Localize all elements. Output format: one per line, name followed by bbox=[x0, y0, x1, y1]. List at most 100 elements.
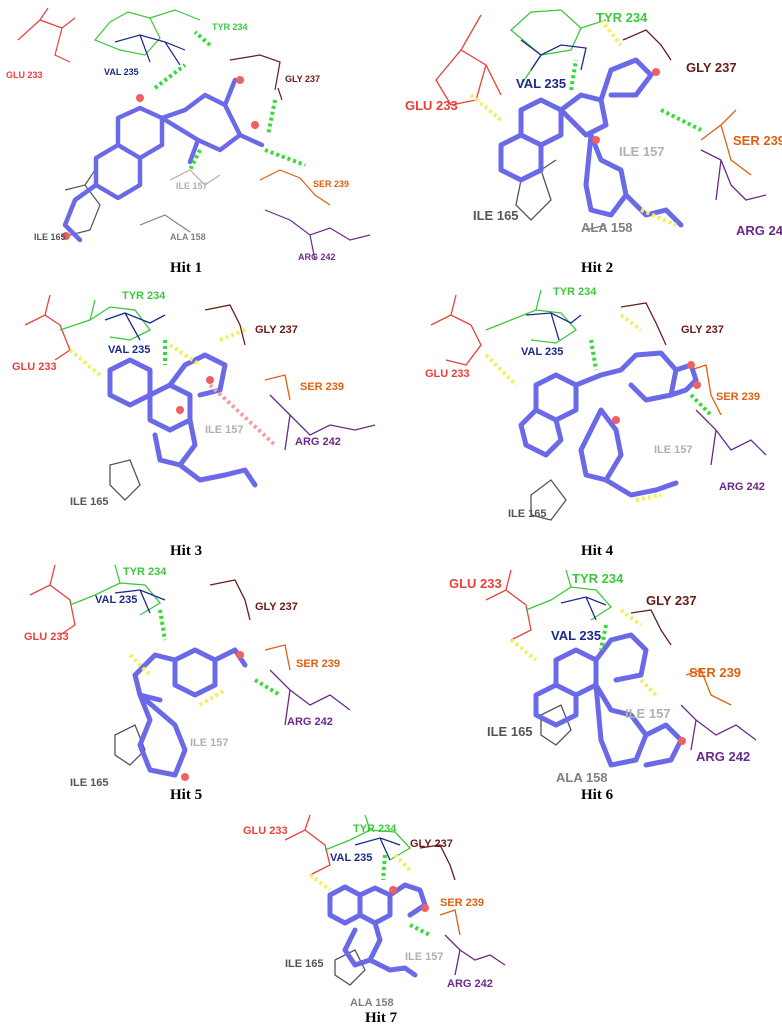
hit-label: Hit 1 bbox=[170, 260, 203, 276]
residue-labels: GLU 233 TYR 234 VAL 235 GLY 237 SER 239 … bbox=[405, 10, 782, 238]
hit-6-interaction-diagram: GLU 233 TYR 234 VAL 235 GLY 237 SER 239 … bbox=[449, 569, 757, 785]
residue-label: GLU 233 bbox=[405, 98, 458, 113]
residue-label: TYR 234 bbox=[123, 566, 167, 578]
residue-label: GLY 237 bbox=[255, 324, 298, 336]
panel-hit-4: GLU 233 TYR 234 VAL 235 GLY 237 SER 239 … bbox=[391, 285, 782, 565]
interaction-lines bbox=[153, 30, 306, 171]
residue-label: ILE 165 bbox=[34, 232, 66, 242]
interaction-lines bbox=[469, 18, 702, 227]
residue-sticks bbox=[24, 294, 376, 501]
residue-label: VAL 235 bbox=[551, 628, 601, 643]
panel-hit-5: GLU 233 TYR 234 VAL 235 GLY 237 SER 239 … bbox=[0, 564, 391, 810]
residue-label: GLU 233 bbox=[6, 70, 43, 80]
residue-label: ILE 165 bbox=[487, 724, 533, 739]
residue-label: ARG 242 bbox=[719, 481, 765, 493]
residue-label: ALA 158 bbox=[170, 232, 206, 242]
residue-label: SER 239 bbox=[440, 897, 484, 909]
residue-label: GLU 233 bbox=[425, 368, 470, 380]
residue-labels: GLU 233 TYR 234 VAL 235 GLY 237 SER 239 … bbox=[6, 22, 349, 262]
residue-label: ILE 165 bbox=[70, 496, 109, 508]
ligand bbox=[327, 882, 428, 978]
residue-label: GLY 237 bbox=[686, 60, 737, 75]
residue-label: ARG 242 bbox=[696, 749, 750, 764]
residue-sticks bbox=[485, 569, 757, 751]
oxygen-atoms bbox=[678, 737, 686, 745]
panel-hit-7: GLU 233 TYR 234 VAL 235 GLY 237 SER 239 … bbox=[195, 810, 586, 1030]
residue-label: SER 239 bbox=[733, 133, 782, 148]
residue-label: ILE 165 bbox=[508, 508, 547, 520]
hit-4-interaction-diagram: GLU 233 TYR 234 VAL 235 GLY 237 SER 239 … bbox=[425, 286, 767, 521]
residue-label: SER 239 bbox=[689, 665, 741, 680]
residue-label: TYR 234 bbox=[572, 571, 624, 586]
residue-sticks bbox=[284, 814, 506, 986]
interaction-lines bbox=[509, 608, 658, 697]
residue-label: ILE 157 bbox=[625, 706, 671, 721]
residue-label: SER 239 bbox=[716, 391, 760, 403]
residue-label: TYR 234 bbox=[353, 823, 397, 835]
residue-label: GLU 233 bbox=[243, 825, 288, 837]
hit-7-interaction-diagram: GLU 233 TYR 234 VAL 235 GLY 237 SER 239 … bbox=[243, 814, 506, 1009]
residue-labels: GLU 233 TYR 234 VAL 235 GLY 237 SER 239 … bbox=[449, 571, 750, 785]
hit-label: Hit 4 bbox=[581, 543, 614, 559]
interaction-lines bbox=[308, 853, 431, 937]
residue-label: TYR 234 bbox=[122, 290, 166, 302]
residue-sticks bbox=[435, 9, 767, 231]
hit-5-interaction-diagram: GLU 233 TYR 234 VAL 235 GLY 237 SER 239 … bbox=[24, 564, 351, 789]
residue-label: ALA 158 bbox=[350, 997, 394, 1009]
ligand bbox=[498, 57, 684, 228]
residue-label: GLY 237 bbox=[255, 601, 298, 613]
oxygen-atoms bbox=[612, 361, 701, 424]
residue-label: GLY 237 bbox=[410, 838, 453, 850]
hit-1-interaction-diagram: GLU 233 TYR 234 VAL 235 GLY 237 SER 239 … bbox=[6, 7, 371, 262]
panel-hit-6: GLU 233 TYR 234 VAL 235 GLY 237 SER 239 … bbox=[391, 565, 782, 810]
residue-label: ILE 165 bbox=[473, 208, 519, 223]
residue-label: SER 239 bbox=[300, 381, 344, 393]
residue-label: ILE 165 bbox=[70, 777, 109, 789]
hit-label: Hit 7 bbox=[365, 1010, 398, 1026]
residue-label: GLY 237 bbox=[646, 593, 697, 608]
residue-labels: GLU 233 TYR 234 VAL 235 GLY 237 SER 239 … bbox=[24, 566, 340, 789]
residue-label: ILE 157 bbox=[190, 737, 229, 749]
residue-label: ARG 242 bbox=[287, 716, 333, 728]
residue-label: GLU 233 bbox=[449, 576, 502, 591]
hit-3-interaction-diagram: GLU 233 TYR 234 VAL 235 GLY 237 SER 239 … bbox=[12, 290, 376, 508]
ligand bbox=[62, 77, 265, 243]
residue-label: VAL 235 bbox=[330, 852, 372, 864]
residue-label: VAL 235 bbox=[108, 344, 150, 356]
hit-2-interaction-diagram: GLU 233 TYR 234 VAL 235 GLY 237 SER 239 … bbox=[405, 9, 782, 238]
residue-labels: GLU 233 TYR 234 VAL 235 GLY 237 SER 239 … bbox=[12, 290, 344, 508]
panel-hit-2: GLU 233 TYR 234 VAL 235 GLY 237 SER 239 … bbox=[391, 0, 782, 285]
residue-label: GLU 233 bbox=[24, 631, 69, 643]
hit-label: Hit 6 bbox=[581, 787, 614, 803]
residue-sticks bbox=[430, 289, 767, 521]
residue-label: TYR 234 bbox=[212, 22, 248, 32]
residue-label: SER 239 bbox=[313, 179, 349, 189]
residue-label: VAL 235 bbox=[95, 594, 137, 606]
residue-labels: GLU 233 TYR 234 VAL 235 GLY 237 SER 239 … bbox=[243, 823, 493, 1009]
residue-label: ILE 157 bbox=[205, 424, 244, 436]
interaction-lines bbox=[128, 609, 282, 707]
panel-hit-1: GLU 233 TYR 234 VAL 235 GLY 237 SER 239 … bbox=[0, 0, 391, 285]
residue-label: GLU 233 bbox=[12, 361, 57, 373]
residue-label: GLY 237 bbox=[285, 74, 320, 84]
residue-label: ARG 242 bbox=[295, 436, 341, 448]
residue-label: ARG 242 bbox=[447, 978, 493, 990]
residue-label: ILE 157 bbox=[654, 444, 693, 456]
residue-label: ILE 157 bbox=[176, 181, 208, 191]
residue-sticks bbox=[29, 564, 351, 766]
interaction-lines bbox=[68, 328, 277, 447]
panel-hit-3: GLU 233 TYR 234 VAL 235 GLY 237 SER 239 … bbox=[0, 285, 391, 565]
hit-label: Hit 5 bbox=[170, 787, 203, 803]
oxygen-atoms bbox=[389, 886, 429, 912]
oxygen-atoms bbox=[62, 76, 259, 240]
residue-label: ALA 158 bbox=[581, 220, 633, 235]
residue-label: ILE 165 bbox=[285, 958, 324, 970]
ligand bbox=[533, 632, 684, 768]
residue-label: ALA 158 bbox=[556, 770, 608, 785]
residue-label: ARG 242 bbox=[298, 252, 336, 262]
residue-label: GLY 237 bbox=[681, 324, 724, 336]
residue-label: ILE 157 bbox=[405, 951, 444, 963]
residue-label: TYR 234 bbox=[553, 286, 597, 298]
ligand bbox=[518, 350, 699, 498]
